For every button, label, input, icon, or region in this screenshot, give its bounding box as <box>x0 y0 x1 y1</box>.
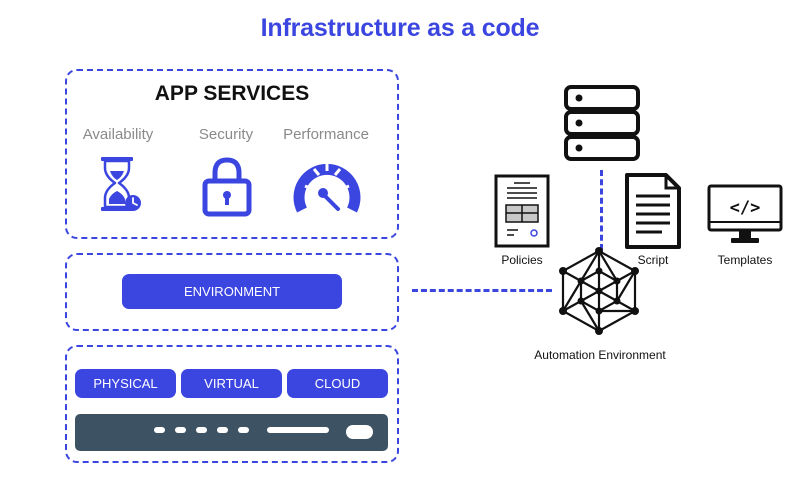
virtual-button[interactable]: VIRTUAL <box>181 369 282 398</box>
cloud-button[interactable]: CLOUD <box>287 369 388 398</box>
policies-label: Policies <box>501 253 543 267</box>
network-mesh-icon <box>559 247 639 335</box>
app-services-panel <box>65 69 399 239</box>
server-led <box>238 427 249 433</box>
server-led <box>196 427 207 433</box>
environment-button[interactable]: ENVIRONMENT <box>122 274 342 309</box>
page-title: Infrastructure as a code <box>260 14 540 42</box>
server-led <box>217 427 228 433</box>
server-power-indicator <box>346 425 373 439</box>
templates-label: Templates <box>717 253 773 267</box>
server-rack-bar <box>75 414 388 451</box>
code-monitor-icon: </> <box>707 184 783 243</box>
environment-connector <box>412 289 552 292</box>
availability-label: Availability <box>82 126 154 143</box>
environment-panel <box>65 253 399 331</box>
lock-icon <box>202 157 252 217</box>
script-label: Script <box>637 253 669 267</box>
server-led <box>175 427 186 433</box>
server-slot <box>267 427 329 433</box>
server-led <box>154 427 165 433</box>
automation-environment-label: Automation Environment <box>534 348 666 362</box>
script-document-icon <box>625 173 681 249</box>
gauge-icon <box>293 163 361 213</box>
physical-button[interactable]: PHYSICAL <box>75 369 176 398</box>
database-icon <box>564 85 640 161</box>
performance-label: Performance <box>283 126 369 143</box>
app-services-heading: APP SERVICES <box>154 82 310 105</box>
platforms-panel <box>65 345 399 463</box>
document-form-icon <box>494 174 550 248</box>
svg-text:</>: </> <box>730 198 761 218</box>
security-label: Security <box>198 126 254 143</box>
database-connector <box>600 170 603 250</box>
hourglass-icon <box>101 157 141 211</box>
